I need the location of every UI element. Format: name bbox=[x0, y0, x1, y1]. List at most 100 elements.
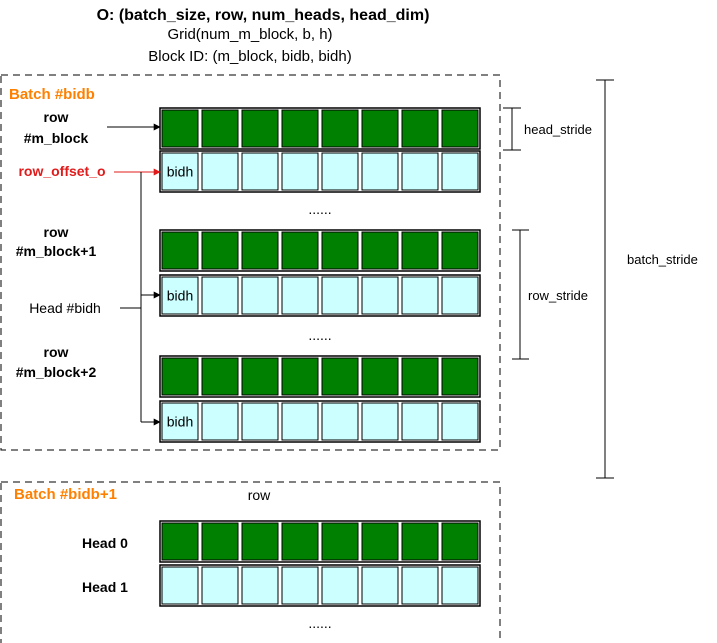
head-1-label: Head 1 bbox=[82, 579, 128, 595]
block-cell bbox=[281, 402, 319, 441]
block-cell bbox=[401, 276, 439, 315]
block-cell bbox=[441, 152, 479, 191]
block-id-label: Block ID: (m_block, bidb, bidh) bbox=[148, 48, 351, 65]
row-label-m-block-2-line1: row bbox=[44, 344, 69, 360]
block-cell bbox=[161, 522, 199, 561]
block-cell bbox=[281, 276, 319, 315]
cyan-row-block-1: bidh bbox=[159, 150, 481, 193]
block-cell bbox=[321, 566, 359, 605]
green-row-block-3 bbox=[159, 355, 481, 398]
batch1-head1-block bbox=[159, 564, 481, 607]
block-cell bbox=[201, 357, 239, 396]
block-cell bbox=[401, 566, 439, 605]
row-blocks: bidh bidh bidh bbox=[159, 107, 481, 607]
block-cell bbox=[441, 109, 479, 148]
batch-stride-bracket bbox=[596, 79, 614, 479]
batch-bidb-label: Batch #bidb bbox=[9, 86, 95, 103]
block-cell bbox=[241, 402, 279, 441]
row-label-m-block-line2: #m_block bbox=[24, 130, 89, 146]
block-cell bbox=[161, 152, 199, 191]
block-cell bbox=[201, 109, 239, 148]
block-cell bbox=[321, 152, 359, 191]
block-cell bbox=[401, 231, 439, 270]
head-bidh-label: Head #bidh bbox=[29, 300, 101, 316]
block-cell bbox=[401, 109, 439, 148]
block-cell bbox=[241, 566, 279, 605]
row-label-m-block-2-line2: #m_block+2 bbox=[16, 364, 97, 380]
block-cell bbox=[321, 276, 359, 315]
block-cell bbox=[161, 231, 199, 270]
green-row-block-2 bbox=[159, 229, 481, 272]
block-cell bbox=[161, 276, 199, 315]
cell-bidh-label: bidh bbox=[167, 164, 193, 180]
block-cell bbox=[201, 231, 239, 270]
block-cell bbox=[361, 522, 399, 561]
block-cell bbox=[441, 402, 479, 441]
block-cell bbox=[161, 357, 199, 396]
block-cell bbox=[201, 152, 239, 191]
block-cell bbox=[361, 109, 399, 148]
row-offset-o-label: row_offset_o bbox=[18, 163, 105, 179]
block-cell bbox=[321, 109, 359, 148]
batch-bidb-plus-1-container bbox=[0, 481, 501, 643]
block-cell bbox=[281, 109, 319, 148]
block-cell bbox=[401, 522, 439, 561]
block-cell bbox=[161, 566, 199, 605]
row-stride-bracket bbox=[512, 229, 529, 360]
row-label-m-block-1-line1: row bbox=[44, 224, 69, 240]
block-cell bbox=[441, 231, 479, 270]
block-cell bbox=[201, 522, 239, 561]
head-stride-label: head_stride bbox=[524, 122, 592, 137]
block-cell bbox=[241, 231, 279, 270]
block-cell bbox=[321, 522, 359, 561]
block-cell bbox=[441, 566, 479, 605]
cell-bidh-label: bidh bbox=[167, 288, 193, 304]
block-cell bbox=[201, 276, 239, 315]
ellipsis-3: ...... bbox=[308, 615, 331, 631]
block-cell bbox=[241, 522, 279, 561]
block-cell bbox=[441, 357, 479, 396]
batch1-head0-block bbox=[159, 520, 481, 563]
block-cell bbox=[321, 402, 359, 441]
block-cell bbox=[361, 276, 399, 315]
block-cell bbox=[241, 357, 279, 396]
ellipsis-1: ...... bbox=[308, 201, 331, 217]
block-cell bbox=[241, 152, 279, 191]
block-cell bbox=[201, 566, 239, 605]
head-stride-bracket bbox=[503, 107, 521, 151]
block-cell bbox=[361, 231, 399, 270]
block-cell bbox=[361, 402, 399, 441]
block-cell bbox=[401, 402, 439, 441]
block-cell bbox=[361, 566, 399, 605]
block-cell bbox=[241, 109, 279, 148]
row-label-m-block-1-line2: #m_block+1 bbox=[16, 243, 97, 259]
ellipsis-2: ...... bbox=[308, 327, 331, 343]
batch-bidb-plus-1-label: Batch #bidb+1 bbox=[14, 486, 117, 503]
block-cell bbox=[161, 402, 199, 441]
row-label-m-block-line1: row bbox=[44, 109, 69, 125]
batch-bidb-container bbox=[0, 74, 501, 451]
block-cell bbox=[401, 357, 439, 396]
block-cell bbox=[321, 357, 359, 396]
block-cell bbox=[281, 566, 319, 605]
cyan-row-block-3: bidh bbox=[159, 400, 481, 443]
block-cell bbox=[281, 152, 319, 191]
green-row-block-1 bbox=[159, 107, 481, 150]
block-cell bbox=[441, 522, 479, 561]
cell-bidh-label: bidh bbox=[167, 414, 193, 430]
block-cell bbox=[281, 357, 319, 396]
block-cell bbox=[441, 276, 479, 315]
block-cell bbox=[281, 522, 319, 561]
diagram-title: O: (batch_size, row, num_heads, head_dim… bbox=[97, 7, 430, 24]
block-cell bbox=[241, 276, 279, 315]
batch1-row-label: row bbox=[248, 487, 271, 503]
cyan-row-block-2: bidh bbox=[159, 274, 481, 317]
block-cell bbox=[361, 152, 399, 191]
block-cell bbox=[201, 402, 239, 441]
row-stride-label: row_stride bbox=[528, 288, 588, 303]
batch-stride-label: batch_stride bbox=[627, 252, 698, 267]
block-cell bbox=[161, 109, 199, 148]
block-cell bbox=[281, 231, 319, 270]
block-cell bbox=[321, 231, 359, 270]
